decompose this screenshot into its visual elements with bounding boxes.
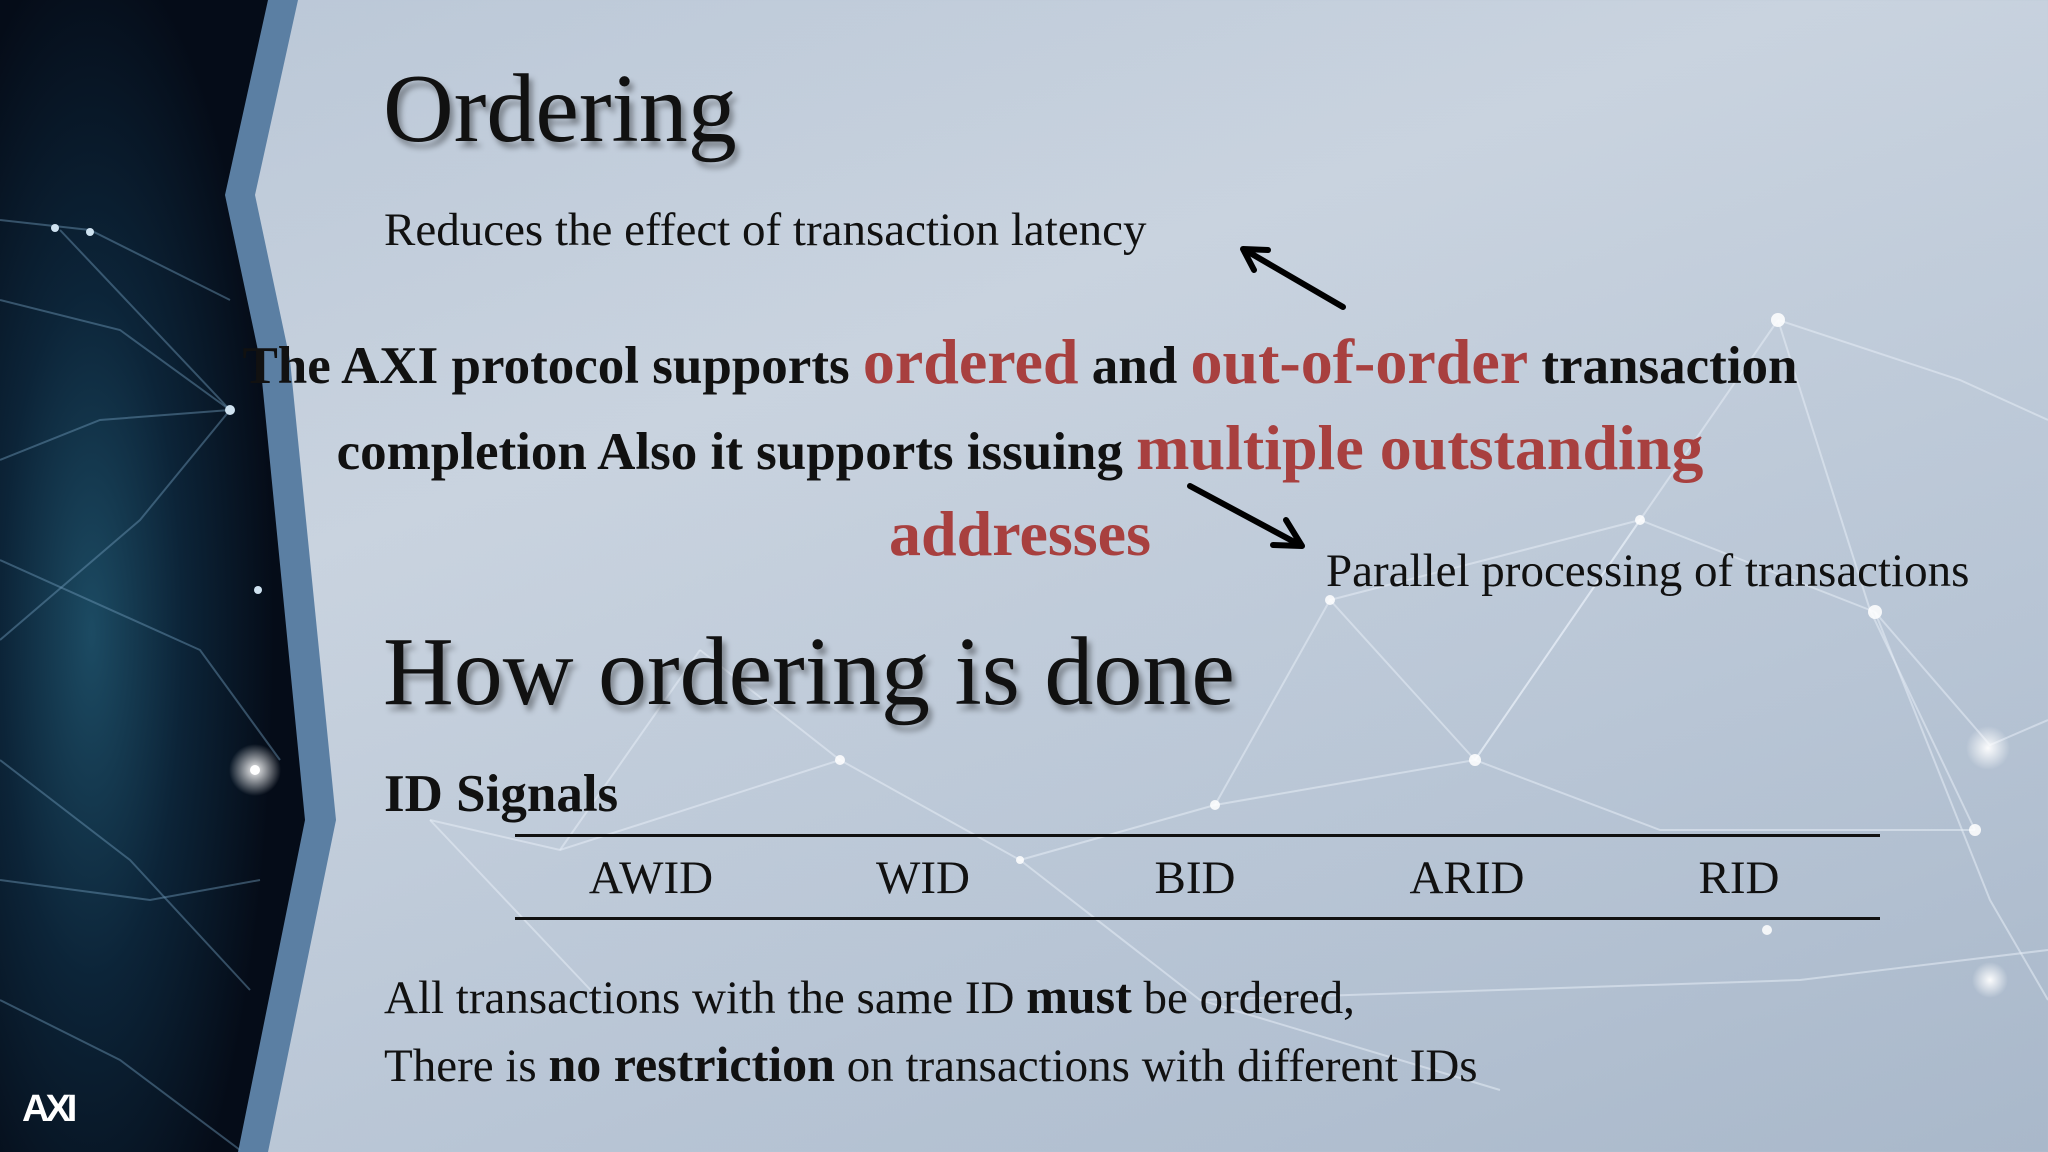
table-top-rule <box>515 834 1880 837</box>
ordering-statement-2: There is no restriction on transactions … <box>384 1030 1478 1100</box>
id-signal-cell: WID <box>876 852 970 904</box>
paragraph-text: and <box>1078 337 1191 395</box>
table-bottom-rule <box>515 917 1880 920</box>
statement-emphasis: no restriction <box>548 1036 835 1092</box>
paragraph-line-2: completion Also it supports issuing mult… <box>0 407 2048 493</box>
section-heading: How ordering is done <box>383 618 1235 726</box>
protocol-paragraph: The AXI protocol supports ordered and ou… <box>0 321 2048 579</box>
slide-title: Ordering <box>383 55 737 163</box>
paragraph-line-3: addresses <box>0 493 2048 579</box>
paragraph-line-1: The AXI protocol supports ordered and ou… <box>0 321 2048 407</box>
highlight-multiple-outstanding: multiple outstanding <box>1136 412 1704 483</box>
statement-text: There is <box>384 1040 549 1092</box>
highlight-ordered: ordered <box>862 326 1079 397</box>
side-panel <box>0 0 305 1152</box>
highlight-addresses: addresses <box>889 498 1151 569</box>
ordering-statement-1: All transactions with the same ID must b… <box>384 962 1355 1032</box>
paragraph-text: transaction <box>1528 337 1798 395</box>
id-signal-cell: AWID <box>588 852 714 904</box>
statement-text: be ordered, <box>1131 972 1355 1024</box>
arrow-icon-parallel <box>1187 483 1305 549</box>
id-signal-cell: RID <box>1698 852 1780 904</box>
id-signal-cell: BID <box>1154 852 1236 904</box>
id-signals-row: AWID WID BID ARID RID <box>515 855 1880 902</box>
id-signal-cell: ARID <box>1409 852 1525 904</box>
id-signals-heading: ID Signals <box>384 765 619 823</box>
statement-text: All transactions with the same ID <box>384 972 1027 1024</box>
network-mesh <box>429 319 2048 1091</box>
paragraph-text: The AXI protocol supports <box>242 337 863 395</box>
axi-logo: AXI <box>22 1088 77 1130</box>
latency-note: Reduces the effect of transaction latenc… <box>384 204 1147 256</box>
statement-text: on transactions with different IDs <box>834 1040 1478 1092</box>
parallel-note: Parallel processing of transactions <box>1326 545 1970 597</box>
arrow-icon-latency <box>1240 246 1346 310</box>
statement-emphasis: must <box>1026 968 1132 1024</box>
highlight-out-of-order: out-of-order <box>1190 326 1529 397</box>
paragraph-text: completion Also it supports issuing <box>336 423 1137 481</box>
